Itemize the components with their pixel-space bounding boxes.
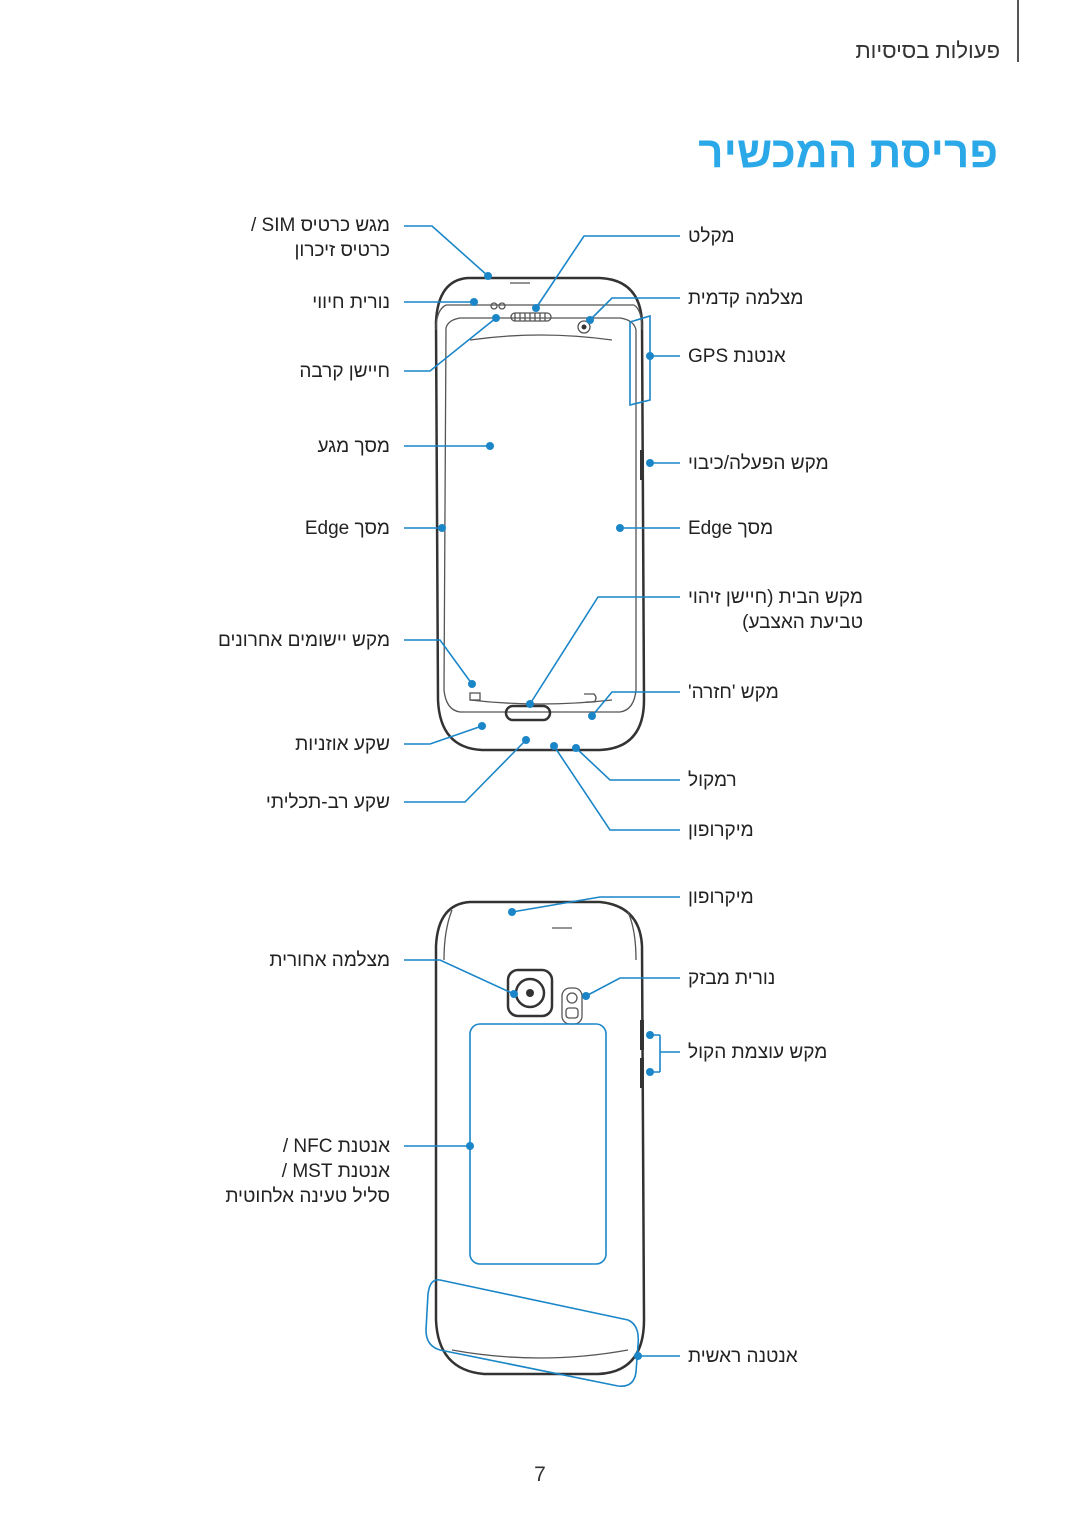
page-number: 7 <box>534 1463 546 1486</box>
label-volume-key: מקש עוצמת הקול <box>688 1042 828 1063</box>
label-proximity-sensor: חיישן קרבה <box>299 361 390 382</box>
label-earphone-jack: שקע אוזניות <box>295 734 390 755</box>
back-phone <box>434 900 646 1376</box>
label-back-key: מקש 'חזרה' <box>688 682 779 703</box>
back-callouts-right <box>508 896 680 1360</box>
gps-antenna-outline <box>629 314 651 407</box>
label-speaker: רמקול <box>688 770 737 791</box>
label-microphone-top: מיקרופון <box>688 887 754 908</box>
section-title: פעולות בסיסיות <box>855 38 1000 63</box>
front-phone <box>434 276 646 752</box>
label-home-key: מקש הבית (חיישן זיהוי טביעת האצבע) <box>688 587 863 633</box>
label-gps-antenna: אנטנת GPS <box>688 346 786 367</box>
label-power-key: מקש הפעלה/כיבוי <box>688 453 829 474</box>
label-receiver: מקלט <box>688 226 735 247</box>
label-front-camera: מצלמה קדמית <box>688 288 804 309</box>
main-antenna-outline <box>425 1278 640 1388</box>
label-edge-screen-left: מסך Edge <box>304 518 390 539</box>
label-rear-camera: מצלמה אחורית <box>269 950 390 971</box>
label-nfc-antenna: אנטנת NFC / אנטנת MST / סליל טעינה אלחוט… <box>225 1136 390 1207</box>
label-main-antenna: אנטנה ראשית <box>688 1346 798 1367</box>
label-microphone-bottom: מיקרופון <box>688 820 754 841</box>
label-touchscreen: מסך מגע <box>317 436 390 457</box>
back-callouts-left <box>404 959 518 1150</box>
header-rule <box>1017 0 1019 62</box>
label-multipurpose-jack: שקע רב-תכליתי <box>265 792 390 813</box>
front-callouts-left <box>404 225 530 803</box>
label-flash: נורית מבזק <box>688 968 776 989</box>
front-callouts-right <box>526 235 680 831</box>
page-title: פריסת המכשיר <box>698 128 998 177</box>
label-recent-apps-key: מקש יישומים אחרונים <box>217 630 390 651</box>
label-led-indicator: נורית חיווי <box>312 292 390 313</box>
label-edge-screen-right: מסך Edge <box>688 518 774 539</box>
label-sim-tray: מגש כרטיס SIM / כרטיס זיכרון <box>250 215 390 261</box>
nfc-coil-outline <box>469 1023 607 1265</box>
